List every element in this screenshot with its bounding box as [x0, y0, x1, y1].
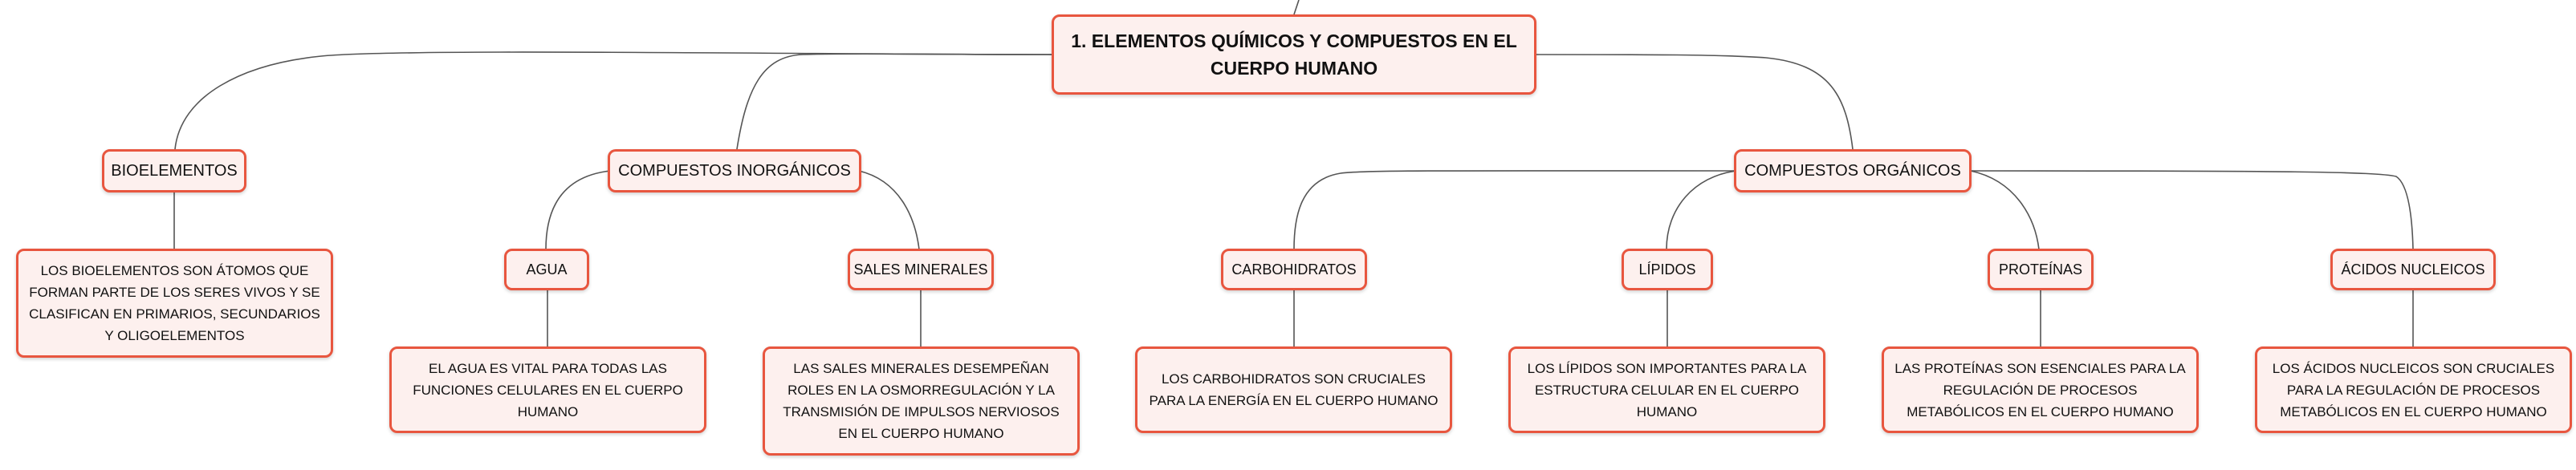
lipidos-desc-node[interactable]: LOS LÍPIDOS SON IMPORTANTES PARA LA ESTR… [1508, 346, 1825, 433]
sales-desc-text: LAS SALES MINERALES DESEMPEÑAN ROLES EN … [783, 361, 1060, 441]
carbohidratos-label: CARBOHIDRATOS [1231, 261, 1357, 278]
acidos-label: ÁCIDOS NUCLEICOS [2341, 261, 2485, 278]
link-root-top [1293, 0, 1300, 15]
link-organicos-carbohidratos [1293, 170, 1737, 250]
link-root-bioelementos [174, 51, 1052, 150]
sales-label: SALES MINERALES [853, 261, 988, 278]
link-root-inorganicos [736, 53, 1052, 150]
acidos-node[interactable]: ÁCIDOS NUCLEICOS [2330, 249, 2496, 290]
organicos-label: COMPUESTOS ORGÁNICOS [1744, 161, 1961, 180]
bioelementos-label: BIOELEMENTOS [111, 161, 238, 180]
inorganicos-label: COMPUESTOS INORGÁNICOS [618, 161, 851, 180]
link-organicos-proteinas [1970, 170, 2040, 250]
sales-node[interactable]: SALES MINERALES [848, 249, 994, 290]
agua-node[interactable]: AGUA [504, 249, 589, 290]
carbohidratos-node[interactable]: CARBOHIDRATOS [1221, 249, 1367, 290]
sales-desc-node[interactable]: LAS SALES MINERALES DESEMPEÑAN ROLES EN … [763, 346, 1080, 456]
link-inorganicos-agua [545, 170, 611, 250]
carbohidratos-desc-node[interactable]: LOS CARBOHIDRATOS SON CRUCIALES PARA LA … [1135, 346, 1452, 433]
bioelementos-desc-text: LOS BIOELEMENTOS SON ÁTOMOS QUE FORMAN P… [29, 263, 320, 343]
bioelementos-node[interactable]: BIOELEMENTOS [102, 149, 246, 192]
carbohidratos-desc-text: LOS CARBOHIDRATOS SON CRUCIALES PARA LA … [1149, 371, 1439, 408]
organicos-node[interactable]: COMPUESTOS ORGÁNICOS [1734, 149, 1972, 192]
agua-label: AGUA [526, 261, 568, 278]
root-node-label: 1. ELEMENTOS QUÍMICOS Y COMPUESTOS EN EL… [1071, 30, 1517, 79]
agua-desc-node[interactable]: EL AGUA ES VITAL PARA TODAS LAS FUNCIONE… [389, 346, 706, 433]
bioelementos-desc-node[interactable]: LOS BIOELEMENTOS SON ÁTOMOS QUE FORMAN P… [16, 249, 333, 358]
lipidos-label: LÍPIDOS [1638, 261, 1696, 278]
proteinas-node[interactable]: PROTEÍNAS [1988, 249, 2094, 290]
agua-desc-text: EL AGUA ES VITAL PARA TODAS LAS FUNCIONE… [413, 360, 683, 419]
lipidos-desc-text: LOS LÍPIDOS SON IMPORTANTES PARA LA ESTR… [1527, 360, 1807, 419]
link-organicos-lipidos [1666, 170, 1737, 250]
acidos-desc-node[interactable]: LOS ÁCIDOS NUCLEICOS SON CRUCIALES PARA … [2255, 346, 2572, 433]
acidos-desc-text: LOS ÁCIDOS NUCLEICOS SON CRUCIALES PARA … [2272, 360, 2555, 419]
root-node[interactable]: 1. ELEMENTOS QUÍMICOS Y COMPUESTOS EN EL… [1052, 14, 1536, 95]
link-organicos-acidos [1970, 170, 2414, 250]
link-root-organicos [1532, 54, 1854, 150]
inorganicos-node[interactable]: COMPUESTOS INORGÁNICOS [608, 149, 861, 192]
link-inorganicos-sales [858, 170, 920, 250]
lipidos-node[interactable]: LÍPIDOS [1622, 249, 1713, 290]
proteinas-desc-node[interactable]: LAS PROTEÍNAS SON ESENCIALES PARA LA REG… [1882, 346, 2199, 433]
proteinas-label: PROTEÍNAS [1998, 261, 2083, 278]
proteinas-desc-text: LAS PROTEÍNAS SON ESENCIALES PARA LA REG… [1894, 360, 2186, 419]
